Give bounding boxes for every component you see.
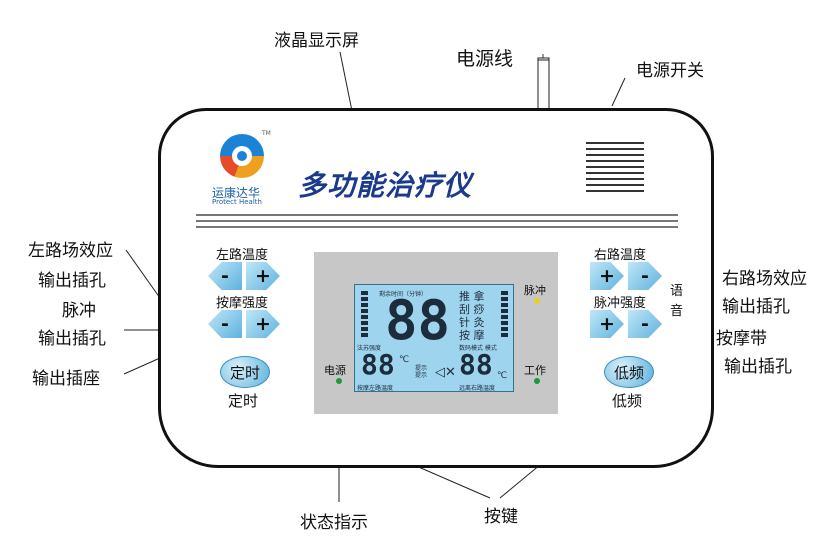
lcd-level-bar — [501, 297, 508, 301]
lcd-level-bar — [501, 303, 508, 307]
plus-icon: + — [255, 313, 271, 335]
minus-icon: - — [221, 265, 229, 287]
lcd-mode-3: 针 灸 — [459, 316, 485, 329]
speaker-vent — [586, 190, 644, 192]
callout-left-field-line1: 左路场效应 — [28, 241, 113, 261]
speaker-vent — [586, 184, 644, 186]
callout-status-indicator: 状态指示 — [300, 513, 368, 533]
massage-strength-label: 按摩强度 — [216, 296, 269, 311]
pulse-strength-label: 脉冲强度 — [594, 296, 647, 311]
device-title: 多功能治疗仪 — [298, 169, 473, 202]
lcd-level-bar — [361, 327, 368, 331]
callout-right-field-line1: 右路场效应 — [722, 269, 807, 289]
lcd-right-digits: 88 — [459, 348, 493, 381]
lcd-left-digits: 88 — [361, 348, 395, 381]
speaker-vent — [586, 178, 644, 180]
lcd-mode-2: 刮 痧 — [459, 303, 485, 316]
low-frequency-button[interactable]: 低频 — [604, 356, 654, 388]
speaker-vent — [586, 166, 644, 168]
speaker-vent — [586, 160, 644, 162]
plus-icon: + — [599, 313, 615, 335]
minus-icon: - — [221, 313, 229, 335]
callout-right-field-line2: 输出插孔 — [722, 297, 790, 317]
lcd-level-bar — [361, 321, 368, 325]
lcd-level-bar — [501, 291, 508, 295]
lcd-left-strength-label: 法苏强度 — [357, 345, 382, 352]
lcd-level-bar — [361, 303, 368, 307]
lcd-level-bar — [501, 309, 508, 313]
callout-power-switch: 电源开关 — [636, 61, 704, 81]
right-temp-label: 右路温度 — [594, 248, 647, 263]
power-indicator-label: 电源 — [324, 364, 346, 377]
voice-label: 语音 — [670, 284, 684, 319]
work-indicator-label: 工作 — [524, 364, 546, 377]
lcd-left-unit: ℃ — [399, 355, 410, 365]
speaker-mute-icon: ◁✕ — [435, 365, 456, 380]
callout-output-socket: 输出插座 — [32, 369, 100, 389]
lcd-mode-4: 按 摩 — [459, 329, 485, 342]
speaker-vent — [586, 154, 644, 156]
speaker-vent — [586, 172, 644, 174]
lcd-level-bar — [361, 315, 368, 319]
lcd-mode-1: 推 拿 — [459, 290, 485, 303]
brand-logo-icon — [220, 134, 264, 178]
low-frequency-label: 低频 — [612, 392, 643, 410]
callout-massage-belt-line2: 输出插孔 — [724, 357, 792, 377]
lcd-level-bar — [361, 333, 368, 337]
callout-massage-belt-line1: 按摩带 — [716, 329, 767, 349]
pulse-indicator-label: 脉冲 — [524, 284, 546, 297]
callout-lcd-screen: 液晶显示屏 — [274, 31, 359, 51]
lcd-level-bar — [501, 321, 508, 325]
work-led — [534, 378, 540, 384]
lcd-level-bar — [361, 291, 368, 295]
lcd-main-digits: 88 — [385, 289, 451, 352]
trademark-mark: TM — [262, 130, 271, 137]
lcd-level-bar — [501, 327, 508, 331]
low-frequency-button-label: 低频 — [613, 363, 644, 382]
pulse-led — [534, 298, 540, 304]
lcd-level-bar — [501, 333, 508, 337]
callout-pulse-output-line1: 脉冲 — [62, 301, 96, 321]
brand-name: 运康达华 — [212, 186, 261, 200]
minus-icon: - — [641, 313, 649, 335]
brand-name-en: Protect Health — [212, 198, 262, 206]
plus-icon: + — [599, 265, 615, 287]
power-led — [336, 378, 342, 384]
timer-button-label: 定时 — [229, 363, 260, 382]
lcd-screen: 剩余时间（分钟） 88 推 拿 刮 痧 针 灸 按 摩 法苏强度 数码模式 模式… — [354, 284, 514, 392]
timer-label: 定时 — [228, 392, 259, 410]
callout-left-field-line2: 输出插孔 — [38, 271, 106, 291]
lcd-prompt-label: 提示 提示 — [415, 365, 428, 379]
speaker-vent — [586, 142, 644, 144]
callout-power-cord: 电源线 — [456, 48, 514, 70]
lcd-level-bar — [361, 309, 368, 313]
divider-stripe — [196, 226, 678, 228]
lcd-right-temp-label: 远离右路温度 — [459, 385, 496, 392]
lcd-level-bar — [501, 315, 508, 319]
lcd-right-unit: ℃ — [497, 371, 508, 381]
left-temp-label: 左路温度 — [216, 248, 269, 263]
lcd-time-label: 剩余时间（分钟） — [379, 291, 428, 298]
timer-button[interactable]: 定时 — [220, 356, 270, 388]
lcd-left-temp-label: 按摩左路温度 — [357, 385, 394, 392]
plus-icon: + — [255, 265, 271, 287]
callout-pulse-output-line2: 输出插孔 — [38, 329, 106, 349]
divider-stripe — [196, 214, 678, 216]
callout-keys: 按键 — [484, 507, 518, 527]
lcd-mode-label: 数码模式 模式 — [459, 345, 497, 352]
lcd-level-bar — [361, 297, 368, 301]
speaker-vent — [586, 148, 644, 150]
minus-icon: - — [641, 265, 649, 287]
divider-stripe — [196, 220, 678, 222]
